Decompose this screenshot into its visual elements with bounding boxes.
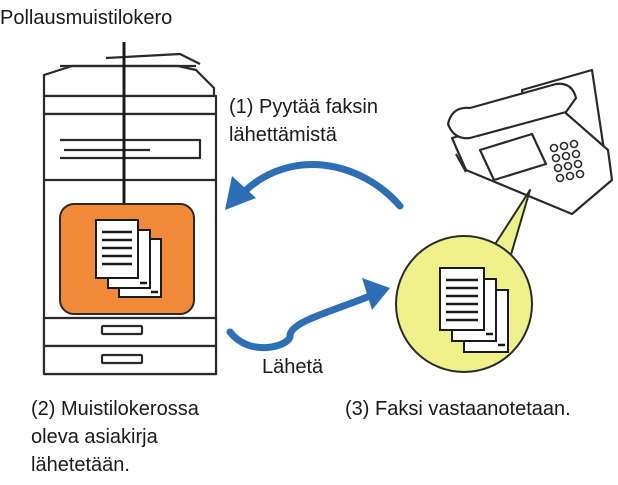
request-step-line2: lähettämistä (229, 124, 337, 146)
request-step-label: (1) Pyytää faksin lähettämistä (229, 93, 378, 149)
request-arrow (225, 161, 404, 210)
send-step-caption: (2) Muistilokerossa oleva asiakirja lähe… (31, 395, 199, 479)
send-arrow (226, 278, 390, 352)
send-label: Lähetä (262, 356, 324, 378)
receive-step-caption: (3) Faksi vastaanotetaan. (345, 398, 571, 420)
send-step-caption-line1: (2) Muistilokerossa (31, 398, 199, 420)
fax-machine-icon (446, 68, 614, 216)
send-step-caption-line3: lähetetään. (31, 454, 130, 476)
document-stack-icon (439, 267, 509, 353)
request-step-line1: (1) Pyytää faksin (229, 96, 378, 118)
document-stack-icon (95, 219, 162, 298)
send-step-caption-line2: oleva asiakirja (31, 426, 158, 448)
polling-memory-box-label: Pollausmuistilokero (0, 7, 173, 29)
